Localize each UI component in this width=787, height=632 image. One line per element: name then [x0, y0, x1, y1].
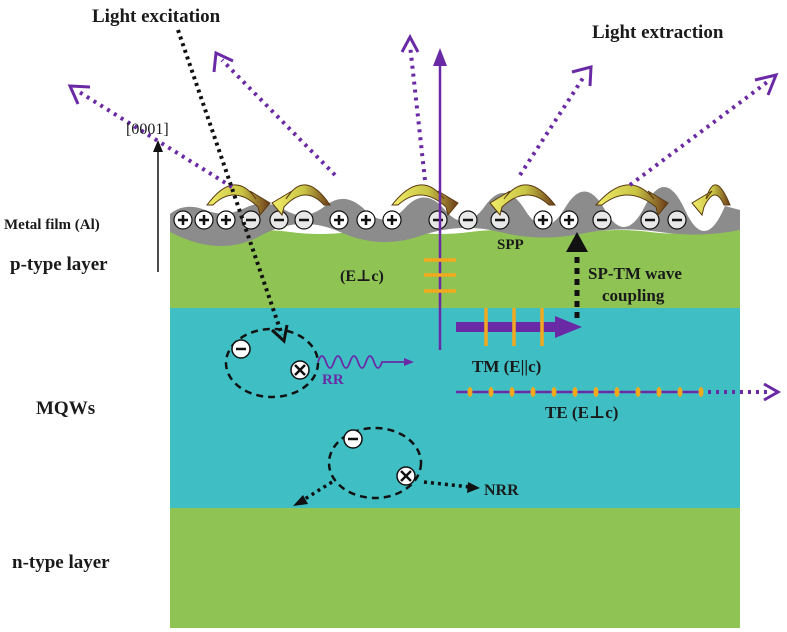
arrowhead-te [763, 382, 782, 402]
curved-arrow-icon [489, 184, 557, 217]
hole-icon-2 [396, 466, 416, 486]
light-extraction-label: Light extraction [592, 22, 724, 43]
tm-arrow [456, 316, 582, 338]
rr-arrowhead [404, 358, 414, 366]
positive-charge-icon [559, 210, 579, 230]
negative-charge-icon [640, 210, 660, 230]
te-dot [488, 387, 494, 397]
extraction-arrow-5 [628, 78, 772, 187]
e-perp-label: (E⊥c) [340, 268, 384, 285]
negative-charge-icon [667, 210, 687, 230]
sp-tm-label-1: SP-TM wave [588, 264, 682, 283]
tm-label: TM (E||c) [472, 357, 541, 376]
extraction-arrow-3 [408, 44, 427, 181]
te-dot [467, 387, 473, 397]
extraction-arrow-4 [518, 73, 587, 177]
excitation-arrowhead [270, 324, 289, 344]
curved-arrow-icon [594, 184, 669, 217]
te-dot [656, 387, 662, 397]
te-dot [509, 387, 515, 397]
curved-arrow-icon [206, 184, 271, 217]
te-dot [593, 387, 599, 397]
curved-arrow-icon [271, 184, 331, 217]
e-perp-ticks [424, 258, 456, 293]
positive-charge-icon [329, 210, 349, 230]
rr-label: RR [322, 372, 344, 388]
tm-vertical-arrowhead [433, 48, 447, 66]
sp-tm-label-2: coupling [602, 286, 665, 305]
negative-charge-icon [269, 210, 289, 230]
te-dot [698, 387, 704, 397]
hole-icon [290, 360, 310, 380]
n-type-label: n-type layer [12, 552, 110, 573]
positive-charge-icon [382, 210, 402, 230]
arrowhead-4 [571, 65, 593, 87]
exciton-rr [224, 327, 320, 399]
te-dot [530, 387, 536, 397]
arrowhead-1 [67, 84, 91, 105]
direction-arrowhead [153, 140, 163, 152]
te-dot [635, 387, 641, 397]
negative-charge-icon [458, 210, 478, 230]
te-dot [551, 387, 557, 397]
negative-charge-icon [241, 210, 261, 230]
positive-charge-icon [356, 210, 376, 230]
spp-label: SPP [497, 237, 524, 253]
te-dot [677, 387, 683, 397]
nrr-arrowhead-right [467, 482, 480, 493]
arrowhead-5 [754, 72, 779, 96]
sp-tm-arrowhead [566, 232, 588, 252]
extraction-arrow-2 [220, 58, 337, 177]
electron-icon-2 [343, 429, 363, 449]
te-label: TE (E⊥c) [545, 403, 618, 422]
extraction-arrowheads [67, 33, 782, 402]
te-dot [614, 387, 620, 397]
nrr-arrow-right [423, 480, 471, 489]
n-type-layer [170, 508, 740, 628]
rr-wave [317, 355, 410, 369]
arrowhead-3 [400, 33, 420, 53]
direction-label: [0001] [126, 121, 169, 138]
electron-icon [231, 339, 251, 359]
metal-film-label: Metal film (Al) [4, 217, 100, 233]
nrr-label: NRR [484, 482, 519, 499]
metal-film [170, 186, 740, 247]
p-type-layer [170, 230, 740, 308]
curved-arrows [206, 184, 731, 217]
curved-arrow-icon [691, 184, 731, 217]
positive-charge-icon [194, 210, 214, 230]
light-excitation-label: Light excitation [92, 6, 221, 27]
surface-charges [173, 210, 687, 230]
extraction-arrow-1 [74, 88, 234, 189]
positive-charge-icon [533, 210, 553, 230]
mqw-layer [170, 308, 740, 508]
positive-charge-icon [173, 210, 193, 230]
arrowhead-2 [212, 50, 234, 73]
negative-charge-icon [428, 210, 448, 230]
positive-charge-icon [216, 210, 236, 230]
mqws-label: MQWs [36, 398, 95, 419]
negative-charge-icon [592, 210, 612, 230]
curved-arrow-icon [390, 184, 459, 217]
tm-ticks [484, 308, 544, 346]
excitation-arrow [176, 29, 284, 336]
exciton-nrr [327, 426, 423, 500]
nrr-arrowhead-left [293, 495, 308, 506]
p-type-label: p-type layer [10, 254, 108, 275]
light-extraction-arrows [74, 44, 772, 394]
te-dots [467, 387, 704, 397]
negative-charge-icon [294, 210, 314, 230]
te-dot [572, 387, 578, 397]
